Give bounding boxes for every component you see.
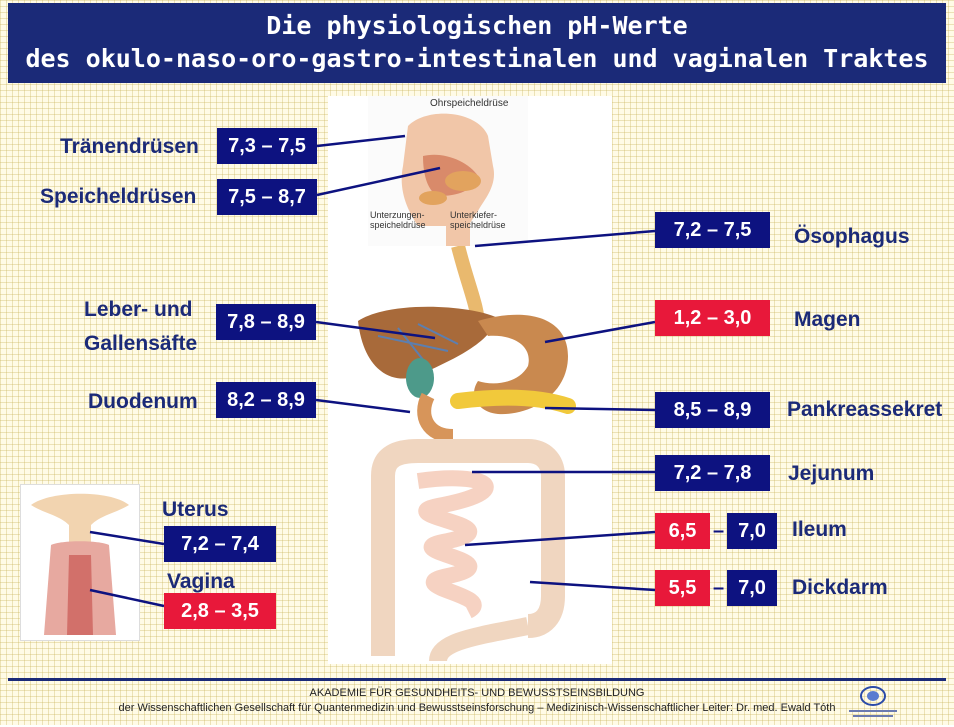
academy-logo-icon <box>843 684 903 722</box>
ph-box-oesophagus: 7,2 – 7,5 <box>655 212 770 248</box>
label-jejunum: Jejunum <box>788 462 874 486</box>
line-oesophagus <box>475 231 655 246</box>
ph-box-ileum-low: 6,5 <box>655 513 710 549</box>
label-leber-line2: Gallensäfte <box>84 332 197 356</box>
label-duodenum: Duodenum <box>88 390 198 414</box>
label-dickdarm: Dickdarm <box>792 576 888 600</box>
label-oesophagus: Ösophagus <box>794 225 910 249</box>
line-magen <box>545 322 655 342</box>
line-dickdarm <box>530 582 655 590</box>
line-duodenum <box>316 400 410 412</box>
line-traenendruesen <box>317 136 405 146</box>
label-leber-line1: Leber- und <box>84 298 193 322</box>
ph-box-dickdarm-high: 7,0 <box>727 570 777 606</box>
ph-dash-ileum: – <box>713 513 724 549</box>
footer-divider <box>8 678 946 681</box>
label-vagina: Vagina <box>167 570 235 594</box>
label-traenendruesen: Tränendrüsen <box>60 135 199 159</box>
label-uterus: Uterus <box>162 498 229 522</box>
footer-line-2: der Wissenschaftlichen Gesellschaft für … <box>0 701 954 716</box>
ph-box-traenendruesen: 7,3 – 7,5 <box>217 128 317 164</box>
ph-box-uterus: 7,2 – 7,4 <box>164 526 276 562</box>
ph-box-dickdarm-low: 5,5 <box>655 570 710 606</box>
ph-dash-dickdarm: – <box>713 570 724 606</box>
footer: AKADEMIE FÜR GESUNDHEITS- UND BEWUSSTSEI… <box>0 686 954 716</box>
line-ileum <box>465 532 655 545</box>
ph-box-ileum-high: 7,0 <box>727 513 777 549</box>
label-pankreassekret: Pankreassekret <box>787 398 942 422</box>
line-uterus <box>90 532 164 544</box>
ph-box-vagina: 2,8 – 3,5 <box>164 593 276 629</box>
line-pankreas <box>545 408 655 410</box>
footer-line-1: AKADEMIE FÜR GESUNDHEITS- UND BEWUSSTSEI… <box>0 686 954 701</box>
line-speicheldruesen <box>317 168 440 195</box>
ph-box-duodenum: 8,2 – 8,9 <box>216 382 316 418</box>
label-magen: Magen <box>794 308 861 332</box>
ph-box-jejunum: 7,2 – 7,8 <box>655 455 770 491</box>
ph-box-pankreas: 8,5 – 8,9 <box>655 392 770 428</box>
label-ileum: Ileum <box>792 518 847 542</box>
ph-box-speicheldruesen: 7,5 – 8,7 <box>217 179 317 215</box>
ph-box-magen: 1,2 – 3,0 <box>655 300 770 336</box>
ph-box-leber: 7,8 – 8,9 <box>216 304 316 340</box>
label-speicheldruesen: Speicheldrüsen <box>40 185 196 209</box>
line-vagina <box>90 590 164 606</box>
line-leber <box>316 322 435 338</box>
